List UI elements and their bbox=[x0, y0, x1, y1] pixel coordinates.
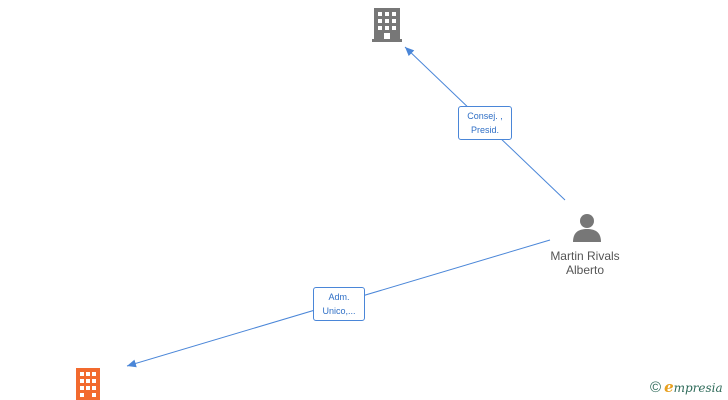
person-name-line: Martin Rivals bbox=[550, 249, 620, 263]
brand-logo-letter: e bbox=[664, 378, 674, 396]
building-icon[interactable] bbox=[76, 368, 100, 400]
edge-label-line: Consej. , bbox=[467, 111, 503, 121]
person-name-label[interactable]: Martin Rivals Alberto bbox=[535, 249, 635, 277]
person-icon[interactable] bbox=[573, 214, 601, 242]
person-name-line: Alberto bbox=[565, 263, 605, 277]
brand-logo-text: mpresia bbox=[673, 381, 723, 395]
edge-label-role[interactable]: Consej. , Presid. bbox=[458, 106, 512, 140]
edge-label-line: Unico,... bbox=[322, 306, 356, 316]
edge-label-role[interactable]: Adm. Unico,... bbox=[313, 287, 365, 321]
copyright-symbol: © bbox=[650, 379, 662, 396]
edge-label-line: Presid. bbox=[470, 125, 499, 135]
brand-watermark: ©empresia bbox=[650, 378, 723, 396]
edge-label-line: Adm. bbox=[328, 292, 350, 302]
building-icon[interactable] bbox=[372, 8, 402, 42]
